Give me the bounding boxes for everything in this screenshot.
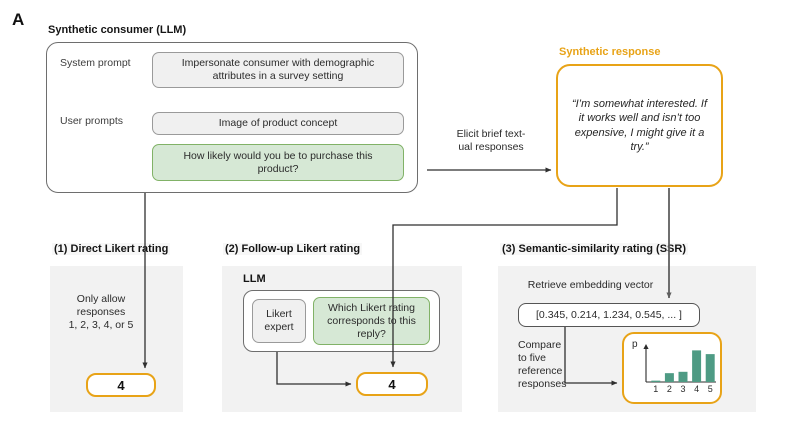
elicit-label-line2: ual responses [458,141,524,153]
method1-note-line3: 1, 2, 3, 4, or 5 [68,319,134,331]
elicit-label: Elicit brief text- ual responses [433,128,549,154]
chart-x-tick-label: 5 [708,384,713,394]
method3-retrieve-label: Retrieve embedding vector [527,279,654,291]
panel-letter: A [12,10,25,29]
chart-bar [692,350,702,382]
method1-note-line2: responses [76,306,126,318]
method2-expert-line1: Likert [266,308,292,320]
method3-vector-text: [0.345, 0.214, 1.234, 0.545, ... ] [536,308,682,321]
chart-bar [664,373,674,382]
chart-y-axis-label: p [632,339,638,350]
user-prompt-question-text: How likely would you be to purchase this… [183,149,373,175]
user-prompts-label: User prompts [60,115,124,127]
method3-compare-label: Compare to five reference responses [518,339,590,391]
method2-likert-expert-box[interactable]: Likert expert [252,299,306,343]
method1-result-value: 4 [117,377,125,393]
method3-compare-line3: reference [518,365,563,377]
synthetic-response-title: Synthetic response [559,46,661,58]
method3-compare-line1: Compare [518,339,562,351]
chart-bar [678,371,688,382]
method2-expert-line2: expert [264,321,294,333]
elicit-label-line1: Elicit brief text- [456,128,526,140]
method1-note: Only allow responses 1, 2, 3, 4, or 5 [56,293,146,332]
method1-note-line1: Only allow [76,293,126,305]
chart-x-tick-label: 2 [667,384,672,394]
system-prompt-label: System prompt [60,57,131,69]
method3-vector-box: [0.345, 0.214, 1.234, 0.545, ... ] [518,303,700,327]
method3-title: (3) Semantic-similarity rating (SSR) [500,243,688,255]
system-prompt-text: Impersonate consumer with demographic at… [181,57,375,82]
method2-title: (2) Follow-up Likert rating [223,243,363,255]
chart-x-tick-label: 4 [694,384,699,394]
system-prompt-box[interactable]: Impersonate consumer with demographic at… [152,52,404,88]
method2-likert-expert-text: Likert expert [264,308,293,334]
chart-x-tick-label: 1 [653,384,658,394]
chart-bar [651,380,661,382]
synthetic-response-quote: “I’m somewhat interested. If it works we… [571,97,708,154]
method1-title: (1) Direct Likert rating [52,243,171,255]
user-prompt-image-box[interactable]: Image of product concept [152,112,404,135]
method3-compare-line2: to five [518,352,547,364]
method2-llm-label: LLM [243,273,266,285]
chart-x-tick-label: 3 [680,384,685,394]
user-prompt-image-text: Image of product concept [218,117,338,129]
method2-result-value: 4 [388,376,396,392]
method2-question-text: Which Likert rating corresponds to this … [327,301,416,340]
method3-compare-line4: responses [518,378,567,390]
chart-y-axis-arrow [643,344,649,349]
chart-bar [705,354,715,382]
method1-result-box: 4 [86,373,156,397]
method2-result-box: 4 [356,372,428,396]
user-prompt-question-box[interactable]: How likely would you be to purchase this… [152,144,404,181]
synthetic-response-box: “I’m somewhat interested. If it works we… [556,64,723,187]
method2-question-box[interactable]: Which Likert rating corresponds to this … [313,297,430,345]
synthetic-consumer-title: Synthetic consumer (LLM) [48,24,187,36]
